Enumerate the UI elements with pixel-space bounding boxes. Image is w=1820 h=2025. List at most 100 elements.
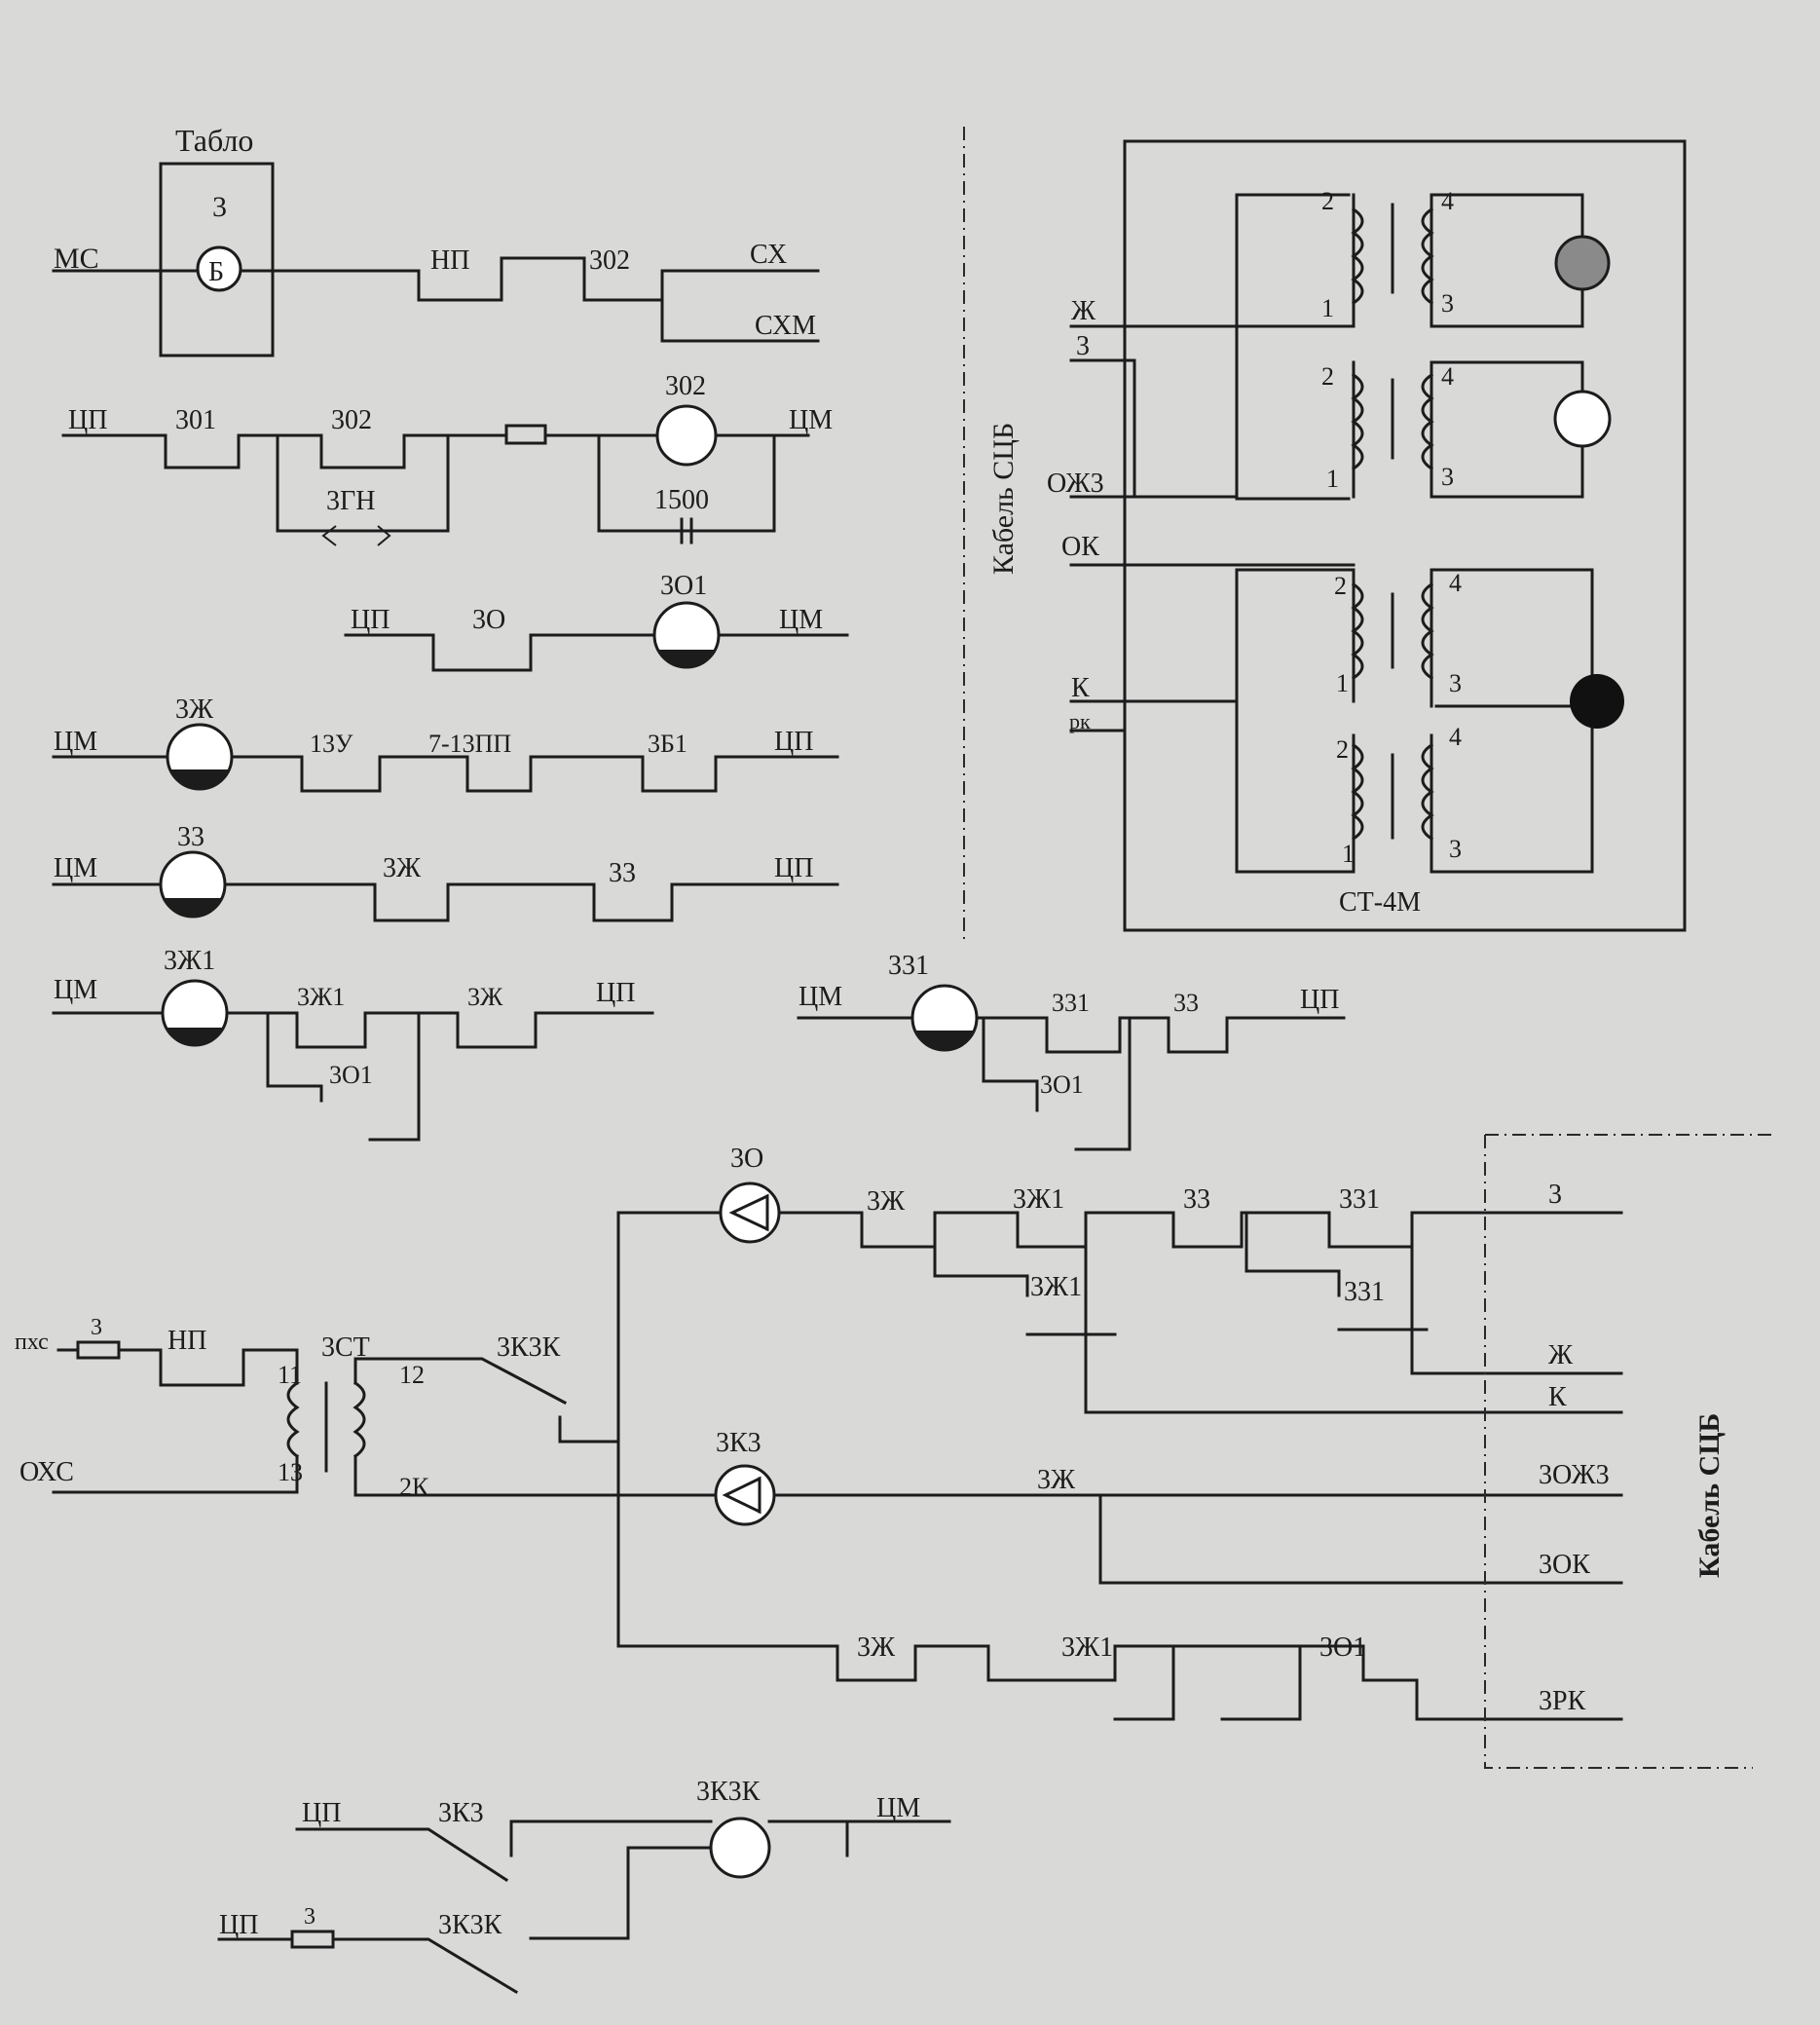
panel-input-ok: ОК	[1061, 532, 1099, 562]
signal-hatched	[1554, 235, 1611, 291]
row3-c2: 3Ж1	[1061, 1632, 1113, 1663]
bottom-right: ЦМ	[876, 1793, 920, 1823]
row3zh-contact-3: 3Б1	[648, 730, 687, 758]
row3zh-right: ЦП	[774, 727, 813, 757]
row3o1-lamp-label: 3О1	[660, 571, 707, 601]
row3-c1: 3Ж	[857, 1632, 896, 1663]
row302-right: ЦМ	[789, 405, 833, 435]
tr1-w1: 1	[1321, 294, 1334, 322]
3ct-secondary-wire	[353, 1357, 1623, 1497]
out-3rk: 3РК	[1539, 1686, 1586, 1716]
row3o1-right: ЦМ	[779, 605, 823, 635]
lamp-302	[655, 404, 718, 467]
tr3-coil-a	[1351, 581, 1364, 681]
tr3-w2: 2	[1334, 572, 1347, 600]
row33-right: ЦП	[774, 853, 813, 883]
diode-3k3-label: 3К3	[716, 1428, 761, 1458]
row302-contact-301: 301	[175, 405, 216, 435]
tr1-w4: 4	[1441, 187, 1454, 215]
row1-c3: 33	[1183, 1184, 1210, 1215]
row302-resistor	[504, 424, 547, 445]
row302-lamp-label: 302	[665, 371, 706, 401]
row1-branches	[933, 1211, 1623, 1414]
row331-contact-3: 33	[1173, 989, 1199, 1017]
st4m-panel: Кабель СЦБ Ж 3 ОЖ3 ОК К рк	[963, 127, 1687, 940]
lamp-3zh1-fill	[166, 1028, 224, 1047]
row33-contact-2: 33	[609, 858, 636, 888]
tr1-w3: 3	[1441, 289, 1454, 318]
row1b-c1: 3Ж1	[1030, 1272, 1082, 1302]
row302-wire-b	[276, 433, 450, 469]
tr4-w3: 3	[1449, 835, 1462, 863]
signal-black	[1570, 674, 1624, 729]
row-302: ЦП 301 302 3ГН 302 ЦМ 1500	[61, 371, 833, 546]
row331-branch	[982, 1016, 1132, 1151]
contact-np: НП	[430, 245, 469, 276]
diode-3o-label: 3О	[730, 1144, 763, 1174]
3ct-t13: 13	[278, 1458, 303, 1486]
tr1-coil-b	[1421, 206, 1434, 306]
row3zh1-right: ЦП	[596, 978, 635, 1008]
tr1-w2: 2	[1321, 187, 1334, 215]
output-sx: СХ	[750, 240, 787, 270]
lower-input-wire	[56, 1348, 299, 1387]
3ct-t12: 12	[399, 1361, 425, 1389]
tr2-w2: 2	[1321, 362, 1334, 391]
bottom-wire-3	[217, 1937, 519, 1995]
lamp-33-fill	[164, 898, 222, 918]
panel-input-zh: Ж	[1071, 296, 1096, 326]
row3zh-lamp-label: 3Ж	[175, 694, 214, 725]
row3zh1-contact-1: 3Ж1	[297, 983, 345, 1011]
bottom-wire-2	[529, 1846, 713, 1940]
tablo-box	[159, 162, 275, 357]
row33-contact-1: 3Ж	[383, 853, 422, 883]
lamp-3k3k	[709, 1817, 771, 1879]
out-3: 3	[1548, 1180, 1562, 1210]
row1-c4: 331	[1339, 1184, 1380, 1215]
diode-3o-symbol	[728, 1193, 769, 1232]
row302-capacitor	[680, 517, 693, 544]
tablo-row: Табло 3 Б МС НП 302 СХ СХМ	[52, 123, 820, 357]
bottom-contact1: 3К3	[438, 1798, 484, 1828]
row1-wire	[616, 1211, 1623, 1249]
row33-left: ЦМ	[54, 853, 97, 883]
row3zh1-lamp-label: 3Ж1	[164, 946, 215, 976]
lower-cable-border	[1484, 1134, 1772, 1769]
bottom-fuse	[290, 1930, 335, 1949]
lower-cable-label: Кабель СЦБ	[1693, 1413, 1726, 1578]
row1-c1: 3Ж	[867, 1186, 906, 1217]
diode-3k3-symbol	[722, 1476, 761, 1515]
lamp-331-fill	[915, 1031, 974, 1050]
lower-fuse	[76, 1340, 121, 1360]
panel-cable-label: Кабель СЦБ	[987, 423, 1020, 575]
tr1-loop	[1235, 193, 1351, 501]
row3-wire	[986, 1644, 1623, 1721]
row2-wire	[1030, 1493, 1623, 1585]
bottom-wire-1	[295, 1819, 951, 1883]
row3zh1-contact-3: 3Ж	[467, 983, 503, 1011]
tr2-w4: 4	[1441, 362, 1454, 391]
out-zh: Ж	[1548, 1340, 1574, 1370]
lower-np: НП	[167, 1326, 206, 1356]
panel-input-lines	[1069, 324, 1356, 732]
lower-kzk-label: 3К3К	[497, 1332, 561, 1363]
row-331: ЦМ 331 331 3О1 33 ЦП	[797, 951, 1346, 1151]
tr3-w4: 4	[1449, 569, 1462, 597]
tr2-coil-a	[1351, 372, 1364, 471]
bottom-left1: ЦП	[302, 1798, 341, 1828]
tablo-wire	[52, 256, 820, 302]
row3-c3: 3О1	[1319, 1632, 1366, 1663]
tr2-coil-b	[1421, 372, 1434, 471]
tr4-w4: 4	[1449, 723, 1462, 751]
3ct-coil-b	[353, 1380, 366, 1459]
tr2-w3: 3	[1441, 463, 1454, 491]
row331-contact-1: 331	[1052, 989, 1090, 1017]
bottom-fuse-label: 3	[304, 1904, 316, 1930]
out-3ok: 3ОК	[1539, 1550, 1590, 1580]
bottom-contact2: 3К3К	[438, 1910, 502, 1940]
tr2-leads	[1352, 360, 1433, 499]
row3o1-left: ЦП	[351, 605, 390, 635]
row3zh-contact-1: 13У	[310, 730, 353, 758]
3ct-t2k: 2К	[399, 1473, 429, 1501]
